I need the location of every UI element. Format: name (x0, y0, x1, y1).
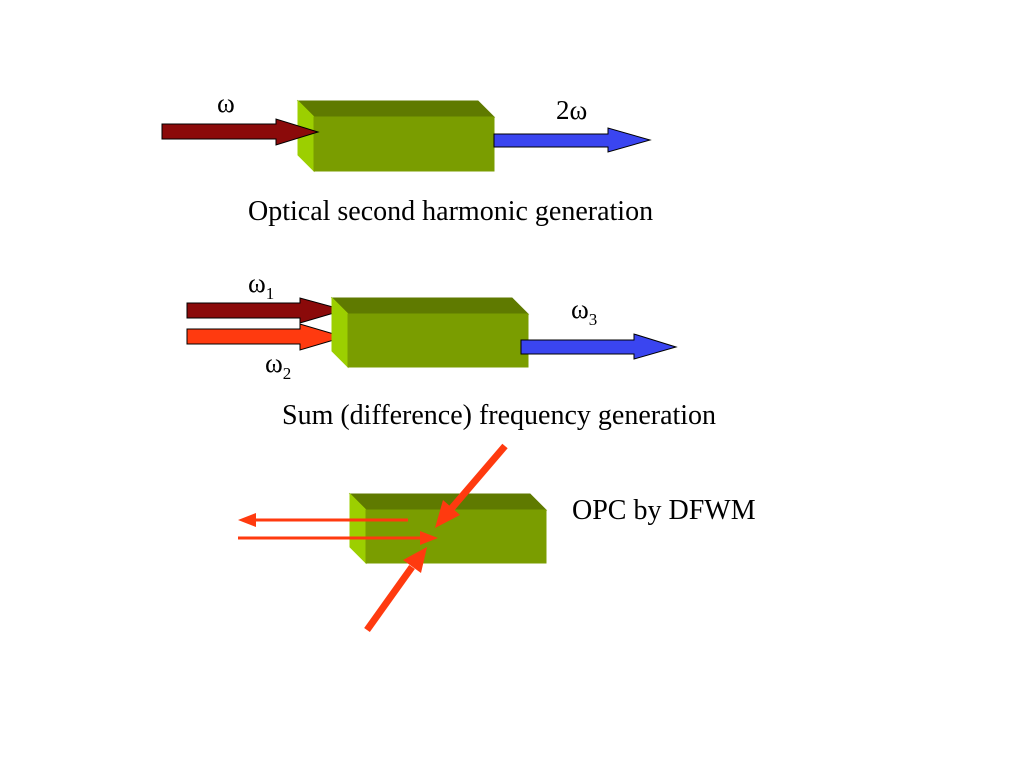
sfg-crystal (330, 296, 530, 369)
opc-pump-beam-upper (435, 443, 508, 528)
opc-caption: OPC by DFWM (572, 495, 756, 526)
opc-pump-upper-arrowhead (435, 500, 460, 528)
sfg-crystal-front (347, 313, 529, 368)
shg-output-2omega-label: 2ω (556, 95, 588, 125)
sfg-caption: Sum (difference) frequency generation (282, 400, 717, 431)
sfg-input1-omega: ω (248, 268, 266, 298)
shg-caption: Optical second harmonic generation (248, 196, 654, 227)
shg-crystal (296, 99, 496, 173)
sfg-crystal-top (330, 297, 530, 315)
opc-panel (238, 443, 548, 633)
sfg-input1-omega-label: ω1 (248, 268, 275, 303)
sfg-input2-beam-arrow (186, 323, 346, 351)
opc-pump-beam-lower (364, 547, 427, 633)
sfg-input1-beam-arrow (186, 297, 346, 324)
shg-panel (161, 99, 652, 173)
sfg-input2-omega-label: ω2 (265, 348, 292, 383)
sfg-output-omega: ω (571, 294, 589, 324)
shg-crystal-top (296, 100, 496, 118)
sfg-input2-omega: ω (265, 348, 283, 378)
sfg-output-omega-label: ω3 (571, 294, 598, 329)
sfg-output-subscript: 3 (588, 310, 598, 329)
sfg-input2-subscript: 2 (282, 364, 292, 383)
opc-crystal (348, 492, 548, 565)
opc-conjugate-arrowhead (238, 513, 256, 527)
sfg-panel (186, 296, 678, 369)
shg-crystal-front (313, 116, 495, 172)
opc-pump-lower-arrowhead (403, 547, 427, 573)
shg-input-beam-arrow (161, 118, 320, 146)
opc-probe-beam (238, 531, 438, 545)
opc-probe-arrowhead (420, 531, 438, 545)
shg-input-omega-label: ω (217, 88, 235, 118)
shg-output-beam-arrow (493, 127, 652, 153)
sfg-output-beam-arrow (520, 333, 678, 360)
opc-conjugate-beam (238, 513, 408, 527)
sfg-input1-subscript: 1 (265, 284, 275, 303)
